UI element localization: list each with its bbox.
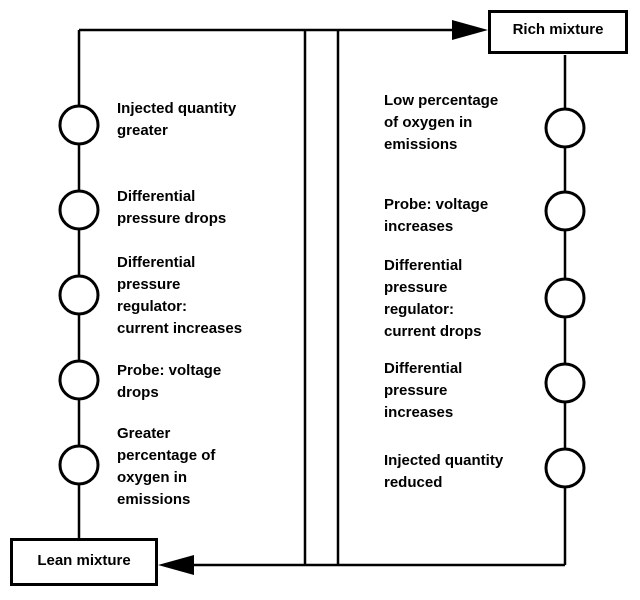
left-step-label-5: Greater percentage of oxygen in emission… <box>117 425 216 508</box>
right-step-label-1: Low percentage of oxygen in emissions <box>384 92 499 153</box>
right-step-node <box>544 362 586 404</box>
right-step-label-3: Differential pressure regulator: current… <box>384 257 482 340</box>
left-step-node <box>58 444 100 486</box>
arrow-to-lean-mixture <box>158 555 194 575</box>
left-step-node <box>58 104 100 146</box>
arrow-to-rich-mixture <box>452 20 488 40</box>
right-step-node <box>544 447 586 489</box>
left-step-node <box>58 189 100 231</box>
right-step-node <box>544 190 586 232</box>
lean-mixture-box: Lean mixture <box>10 538 158 586</box>
left-step-node <box>58 359 100 401</box>
right-step-node <box>544 277 586 319</box>
rich-mixture-box: Rich mixture <box>488 10 628 54</box>
left-step-label-1: Injected quantity greater <box>117 100 237 139</box>
right-step-label-5: Injected quantity reduced <box>384 452 504 491</box>
left-step-label-2: Differential pressure drops <box>117 188 227 227</box>
left-step-label-4: Probe: voltage drops <box>117 362 222 401</box>
left-step-label-3: Differential pressure regulator: current… <box>117 254 243 337</box>
right-step-label-4: Differential pressure increases <box>384 360 463 421</box>
right-step-node <box>544 107 586 149</box>
right-step-label-2: Probe: voltage increases <box>384 196 489 235</box>
left-step-node <box>58 274 100 316</box>
